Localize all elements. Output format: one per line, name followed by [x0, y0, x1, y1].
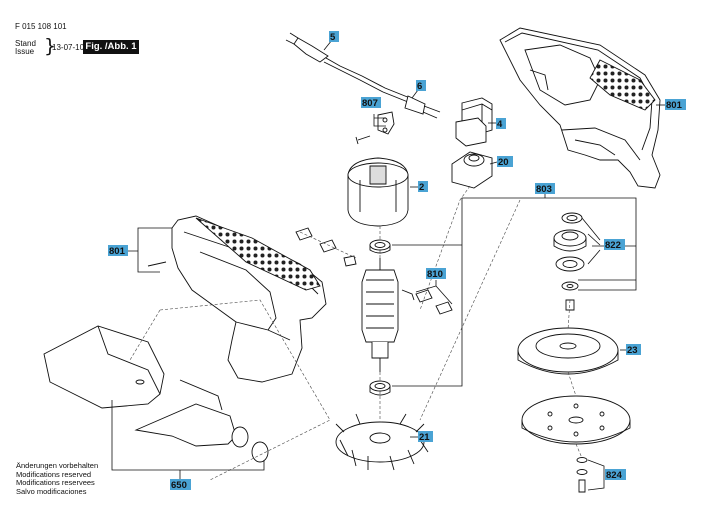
callout-4: 4	[497, 119, 503, 130]
footer-notice: Änderungen vorbehalten Modifications res…	[16, 461, 99, 496]
upper-bearing	[369, 239, 391, 254]
brace-glyph: }	[44, 35, 57, 57]
dust-adapter	[134, 379, 269, 463]
sanding-pad	[521, 395, 631, 445]
callout-824: 824	[606, 470, 623, 481]
callout-801-left: 801	[109, 246, 126, 257]
base-plate	[517, 327, 619, 375]
dust-bag	[43, 325, 165, 409]
armature	[361, 258, 399, 372]
callout-6: 6	[417, 81, 422, 92]
callout-5: 5	[330, 32, 336, 43]
housing-half-top	[499, 27, 661, 189]
leader-lines	[111, 39, 665, 491]
cable-clamp	[355, 111, 395, 145]
power-cord	[285, 32, 441, 119]
callout-21: 21	[419, 432, 430, 443]
callout-810: 810	[427, 269, 443, 280]
callout-2: 2	[419, 182, 424, 193]
speed-controller	[451, 151, 493, 189]
field-coil	[347, 157, 409, 227]
issue-date: 13-07-10	[52, 43, 85, 52]
stand-label: Stand	[15, 39, 36, 48]
doc-number: F 015 108 101	[15, 22, 67, 31]
issue-label: Issue	[15, 47, 35, 56]
footer-line-de: Änderungen vorbehalten	[16, 461, 99, 470]
callout-650: 650	[171, 480, 187, 491]
callout-807: 807	[362, 98, 378, 109]
callout-822: 822	[605, 240, 621, 251]
main-housing	[147, 215, 327, 383]
footer-line-en: Modifications reserved	[16, 469, 92, 479]
footer-line-es: Salvo modificaciones	[16, 486, 87, 496]
callout-20: 20	[498, 157, 509, 168]
callout-803: 803	[536, 184, 552, 195]
figure-label: Fig. /Abb. 1	[83, 40, 139, 54]
callout-801-top: 801	[666, 100, 683, 111]
fan	[335, 413, 429, 471]
footer-line-fr: Modifications reservees	[16, 478, 95, 487]
carbon-brushes	[295, 227, 453, 315]
switch	[455, 97, 493, 147]
bearing-stack	[553, 212, 587, 311]
pad-screws	[576, 457, 588, 493]
callouts: 5 6 807 4 20 2 801 801 803 822 810 23	[108, 31, 686, 491]
callout-23: 23	[627, 345, 638, 356]
